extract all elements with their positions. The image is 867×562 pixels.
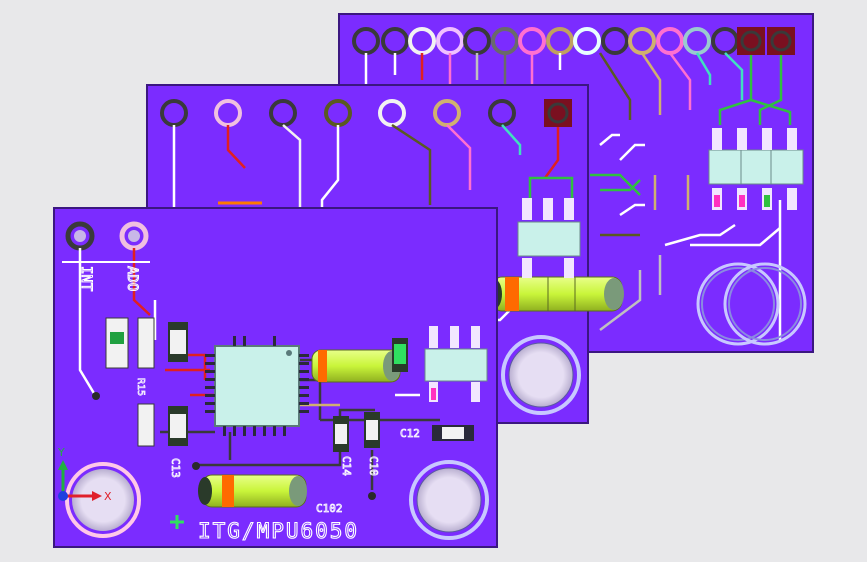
coordinate-triad: Y X — [57, 446, 112, 503]
c102-label: C102 — [316, 502, 343, 515]
c10-label: C10 — [367, 456, 380, 476]
front-ic-u3 — [205, 336, 309, 436]
r15-label: R15 — [135, 378, 146, 396]
front-mount-holes — [65, 460, 489, 540]
back-traces — [364, 52, 792, 340]
front-passives — [92, 317, 474, 500]
front-crystal-x1 — [311, 349, 401, 383]
c13-label: C13 — [169, 458, 182, 478]
board-name-label: ITG/MPU6050 — [198, 519, 359, 543]
c14-label: C14 — [340, 456, 353, 476]
front-ic-u4 — [424, 326, 488, 402]
middle-crystal-x2 — [486, 276, 624, 312]
triad-y-label: Y — [57, 446, 65, 459]
front-silkscreen-marks — [62, 261, 184, 529]
silkscreen-text: ITG/MPU6050 INT ADO C13 C14 C10 C102 C12… — [78, 266, 421, 544]
middle-ic-u2 — [517, 198, 581, 278]
front-crystal-x3 — [198, 474, 307, 508]
back-ic-u1 — [708, 128, 804, 210]
c12-label: C12 — [400, 427, 420, 440]
ado-label: ADO — [124, 266, 140, 291]
back-mount-rings — [696, 262, 807, 346]
int-label: INT — [78, 266, 94, 292]
triad-x-label: X — [104, 490, 112, 503]
front-board[interactable] — [53, 207, 498, 548]
